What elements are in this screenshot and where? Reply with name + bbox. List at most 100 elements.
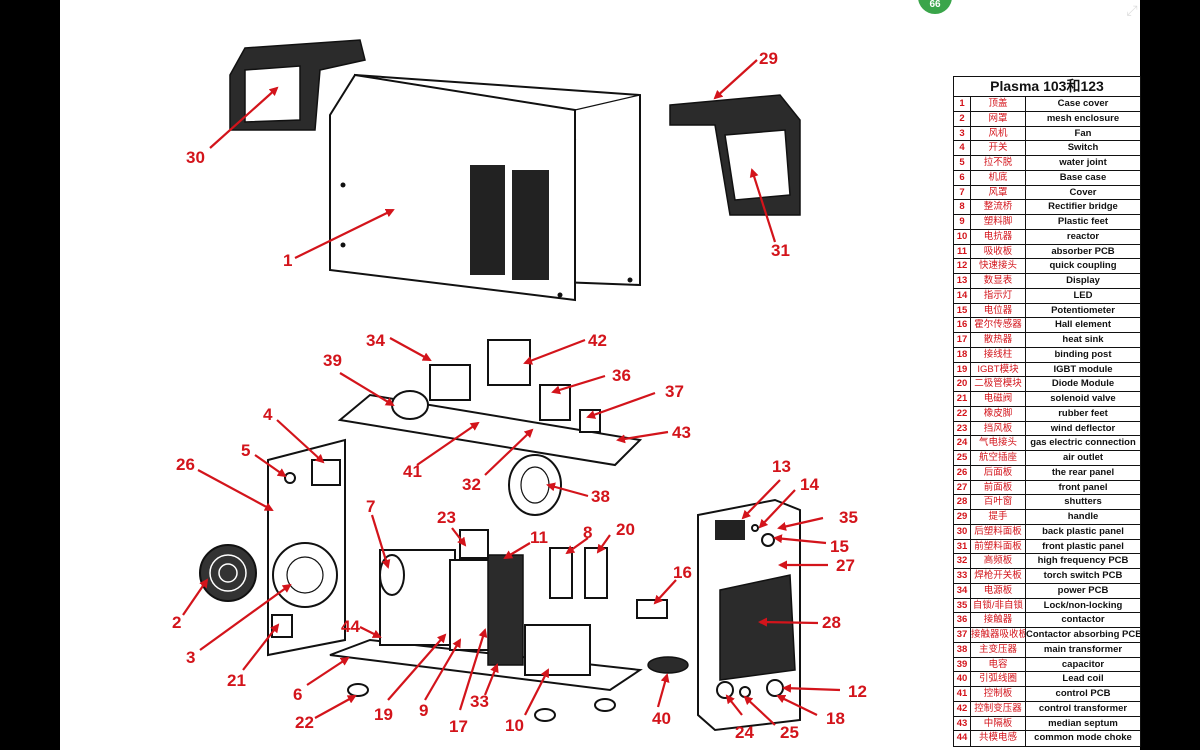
part-name-chinese-cell: 接触器 <box>971 613 1026 627</box>
callout-1: 1 <box>283 251 292 270</box>
part-name-chinese-cell: 主变压器 <box>971 642 1026 657</box>
part-number-cell: 8 <box>954 200 971 214</box>
callout-23: 23 <box>437 508 456 527</box>
front-panel-part <box>697 498 801 732</box>
part-name-english-cell: contactor <box>1061 614 1105 626</box>
rubber-feet-part <box>347 683 616 722</box>
part-name-chinese-cell: 风罩 <box>971 185 1026 200</box>
callout-30: 30 <box>186 148 205 167</box>
part-name-english-cell: gas electric connection <box>1030 437 1136 449</box>
callout-4: 4 <box>263 405 273 424</box>
part-name-english-cell: absorber PCB <box>1051 245 1115 257</box>
part-name-chinese-cell: 电抗器 <box>971 229 1026 244</box>
part-name-english-cell: Diode Module <box>1051 378 1115 390</box>
part-number-cell: 28 <box>954 495 971 509</box>
page-number-badge: 66 <box>918 0 952 14</box>
part-name-english-cell: handle <box>1067 511 1099 522</box>
part-number-cell: 35 <box>954 598 971 613</box>
part-name-chinese-cell: 前塑料面板 <box>971 539 1026 554</box>
part-name-chinese-cell: 中隔板 <box>971 716 1026 731</box>
part-number-cell: 43 <box>954 716 971 731</box>
callout-19: 19 <box>374 705 393 724</box>
callout-40: 40 <box>652 709 671 728</box>
part-name-english-cell: capacitor <box>1061 658 1105 670</box>
part-number-cell: 30 <box>954 524 971 539</box>
part-number-cell: 20 <box>954 377 971 391</box>
part-name-chinese-cell: 数显表 <box>971 274 1026 288</box>
part-name-chinese-cell: 霍尔传感器 <box>971 318 1026 332</box>
part-name-english-cell: Fan <box>1074 127 1092 139</box>
part-name-chinese-cell: 电位器 <box>971 303 1026 318</box>
part-name-english-cell: Base case <box>1059 171 1107 183</box>
callout-42: 42 <box>588 331 607 350</box>
callout-12: 12 <box>848 682 867 701</box>
part-name-english-cell: Potentiometer <box>1051 304 1115 316</box>
part-name-english-cell: Cover <box>1069 186 1097 198</box>
callout-43: 43 <box>672 423 691 442</box>
part-number-cell: 13 <box>954 274 971 288</box>
part-name-chinese-cell: 拉不脱 <box>971 156 1026 170</box>
part-number-cell: 16 <box>954 318 971 332</box>
callout-31: 31 <box>771 241 790 260</box>
part-number-cell: 23 <box>954 421 971 436</box>
part-name-chinese-cell: 电容 <box>971 657 1026 672</box>
part-name-english-cell: the rear panel <box>1051 466 1115 478</box>
part-name-chinese-cell: IGBT模块 <box>971 362 1026 377</box>
part-name-english-cell: binding post <box>1054 348 1112 360</box>
part-name-english-cell: shutters <box>1064 496 1102 508</box>
part-name-chinese-cell: 自锁/非自锁 <box>971 598 1026 613</box>
part-number-cell: 32 <box>954 554 971 568</box>
part-name-chinese-cell: 气电接头 <box>971 436 1026 450</box>
part-number-cell: 1 <box>954 97 971 111</box>
callout-18: 18 <box>826 709 845 728</box>
part-name-english-cell: Rectifier bridge <box>1048 201 1118 213</box>
part-number-cell: 2 <box>954 111 971 126</box>
callout-35: 35 <box>839 508 858 527</box>
part-name-english-cell: back plastic panel <box>1042 525 1124 537</box>
part-number-cell: 19 <box>954 362 971 377</box>
part-number-cell: 11 <box>954 244 971 259</box>
callout-33: 33 <box>470 692 489 711</box>
part-name-chinese-cell: 快速接头 <box>971 259 1026 273</box>
part-name-chinese-cell: 挡风板 <box>971 421 1026 436</box>
callout-22: 22 <box>295 713 314 732</box>
part-name-english-cell: reactor <box>1066 230 1100 242</box>
part-number-cell: 42 <box>954 701 971 716</box>
part-name-english-cell: control PCB <box>1055 688 1111 699</box>
callout-20: 20 <box>616 520 635 539</box>
part-number-cell: 27 <box>954 480 971 495</box>
part-name-chinese-cell: 网罩 <box>971 111 1026 126</box>
expand-icon[interactable]: ⤢ <box>1126 3 1138 19</box>
part-name-english-cell: Case cover <box>1057 98 1109 109</box>
callout-6: 6 <box>293 685 302 704</box>
part-name-english-cell: Plastic feet <box>1057 216 1109 227</box>
case-cover-vents <box>470 165 549 280</box>
part-name-english-cell: front panel <box>1058 481 1108 493</box>
callout-9: 9 <box>419 701 428 720</box>
part-number-cell: 17 <box>954 333 971 347</box>
pcb-assembly-part <box>337 339 643 516</box>
part-name-english-cell: Display <box>1066 275 1100 286</box>
part-name-english-cell: Contactor absorbing PCB <box>1026 629 1140 640</box>
callout-44: 44 <box>341 617 360 636</box>
part-number-cell: 3 <box>954 126 971 141</box>
part-name-chinese-cell: 机底 <box>971 170 1026 185</box>
part-name-chinese-cell: 风机 <box>971 126 1026 141</box>
callout-26: 26 <box>176 455 195 474</box>
callout-32: 32 <box>462 475 481 494</box>
